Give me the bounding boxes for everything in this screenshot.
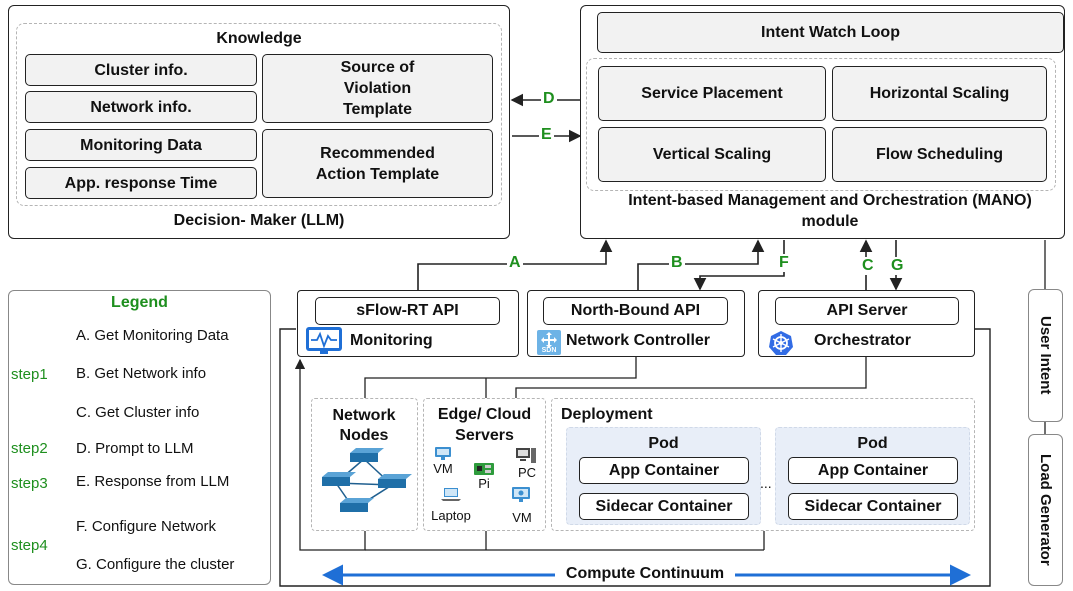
legend-title: Legend	[111, 294, 168, 311]
compute-continuum-label: Compute Continuum	[555, 565, 735, 583]
monitoring-label: Monitoring	[350, 332, 433, 349]
pod-1-app-container: App Container	[579, 457, 749, 484]
sdn-icon-text: SDN	[541, 347, 557, 354]
legend-item-b: B. Get Network info	[76, 365, 207, 382]
api-server: API Server	[775, 297, 959, 325]
network-switches-icon	[314, 445, 414, 525]
arrow-label-d: D	[541, 90, 557, 108]
legend-step2: step2	[11, 440, 48, 457]
legend-step3: step3	[11, 475, 48, 492]
arrow-label-a: A	[507, 254, 523, 272]
sdn-icon	[537, 330, 561, 355]
vm-icon-2	[511, 486, 531, 504]
network-nodes-region	[311, 398, 418, 531]
orchestrator-label: Orchestrator	[814, 332, 911, 349]
recommended-action-template: Recommended Action Template	[262, 129, 493, 198]
vm-icon	[434, 446, 452, 461]
pod-2-sidecar-container: Sidecar Container	[788, 493, 958, 520]
legend-item-g: G. Configure the cluster	[76, 556, 235, 573]
deployment-title: Deployment	[561, 406, 653, 423]
edge-cloud-servers-title: Edge/ Cloud Servers	[437, 406, 532, 444]
deployment-region	[551, 398, 975, 531]
pod-2-app-container: App Container	[788, 457, 958, 484]
knowledge-item-monitoring: Monitoring Data	[25, 129, 257, 161]
raspberry-pi-icon	[474, 462, 494, 476]
arrow-label-b: B	[669, 254, 685, 272]
legend-step1: step1	[11, 366, 48, 383]
arrow-label-c: C	[860, 257, 876, 275]
vm-label-1: VM	[433, 461, 453, 476]
source-of-violation-template: Source of Violation Template	[262, 54, 493, 123]
knowledge-item-network: Network info.	[25, 91, 257, 123]
vm-label-2: VM	[512, 510, 532, 525]
pods-ellipsis: ...	[760, 475, 772, 491]
legend-item-e: E. Response from LLM	[76, 473, 230, 490]
kubernetes-icon	[768, 330, 794, 356]
knowledge-title: Knowledge	[216, 30, 302, 47]
mano-functions-region	[586, 58, 1056, 191]
arrow-label-f: F	[777, 254, 791, 272]
north-bound-api: North-Bound API	[543, 297, 728, 325]
pod-2-title: Pod	[857, 435, 888, 452]
legend-item-d: D. Prompt to LLM	[76, 440, 194, 457]
legend-item-f: F. Configure Network	[76, 518, 217, 535]
legend-step4: step4	[11, 537, 48, 554]
arrow-label-e: E	[539, 126, 554, 144]
vertical-scaling: Vertical Scaling	[598, 127, 826, 182]
knowledge-region	[16, 23, 502, 206]
flow-scheduling: Flow Scheduling	[832, 127, 1047, 182]
intent-watch-loop: Intent Watch Loop	[597, 12, 1064, 53]
horizontal-scaling: Horizontal Scaling	[832, 66, 1047, 121]
network-controller-label: Network Controller	[566, 332, 711, 349]
laptop-label: Laptop	[431, 508, 471, 523]
network-nodes-title: Network Nodes	[332, 407, 396, 444]
laptop-icon	[441, 487, 461, 502]
user-intent-box: User Intent	[1028, 289, 1063, 422]
arrow-label-g: G	[889, 257, 906, 275]
legend-panel	[8, 290, 271, 585]
pi-label: Pi	[478, 476, 490, 491]
decision-maker-title: Decision- Maker (LLM)	[173, 212, 345, 229]
knowledge-item-response-time: App. response Time	[25, 167, 257, 199]
knowledge-item-cluster: Cluster info.	[25, 54, 257, 86]
monitor-icon	[305, 326, 343, 356]
mano-title: Intent-based Management and Orchestratio…	[628, 192, 1032, 230]
legend-item-a: A. Get Monitoring Data	[76, 327, 229, 344]
pc-icon	[515, 447, 537, 464]
sflow-rt-api: sFlow-RT API	[315, 297, 500, 325]
load-generator-box: Load Generator	[1028, 434, 1063, 586]
legend-item-c: C. Get Cluster info	[76, 404, 200, 421]
service-placement: Service Placement	[598, 66, 826, 121]
pc-label: PC	[517, 465, 537, 480]
edge-cloud-servers-region	[423, 398, 546, 531]
pod-1-title: Pod	[648, 435, 679, 452]
pod-1-sidecar-container: Sidecar Container	[579, 493, 749, 520]
